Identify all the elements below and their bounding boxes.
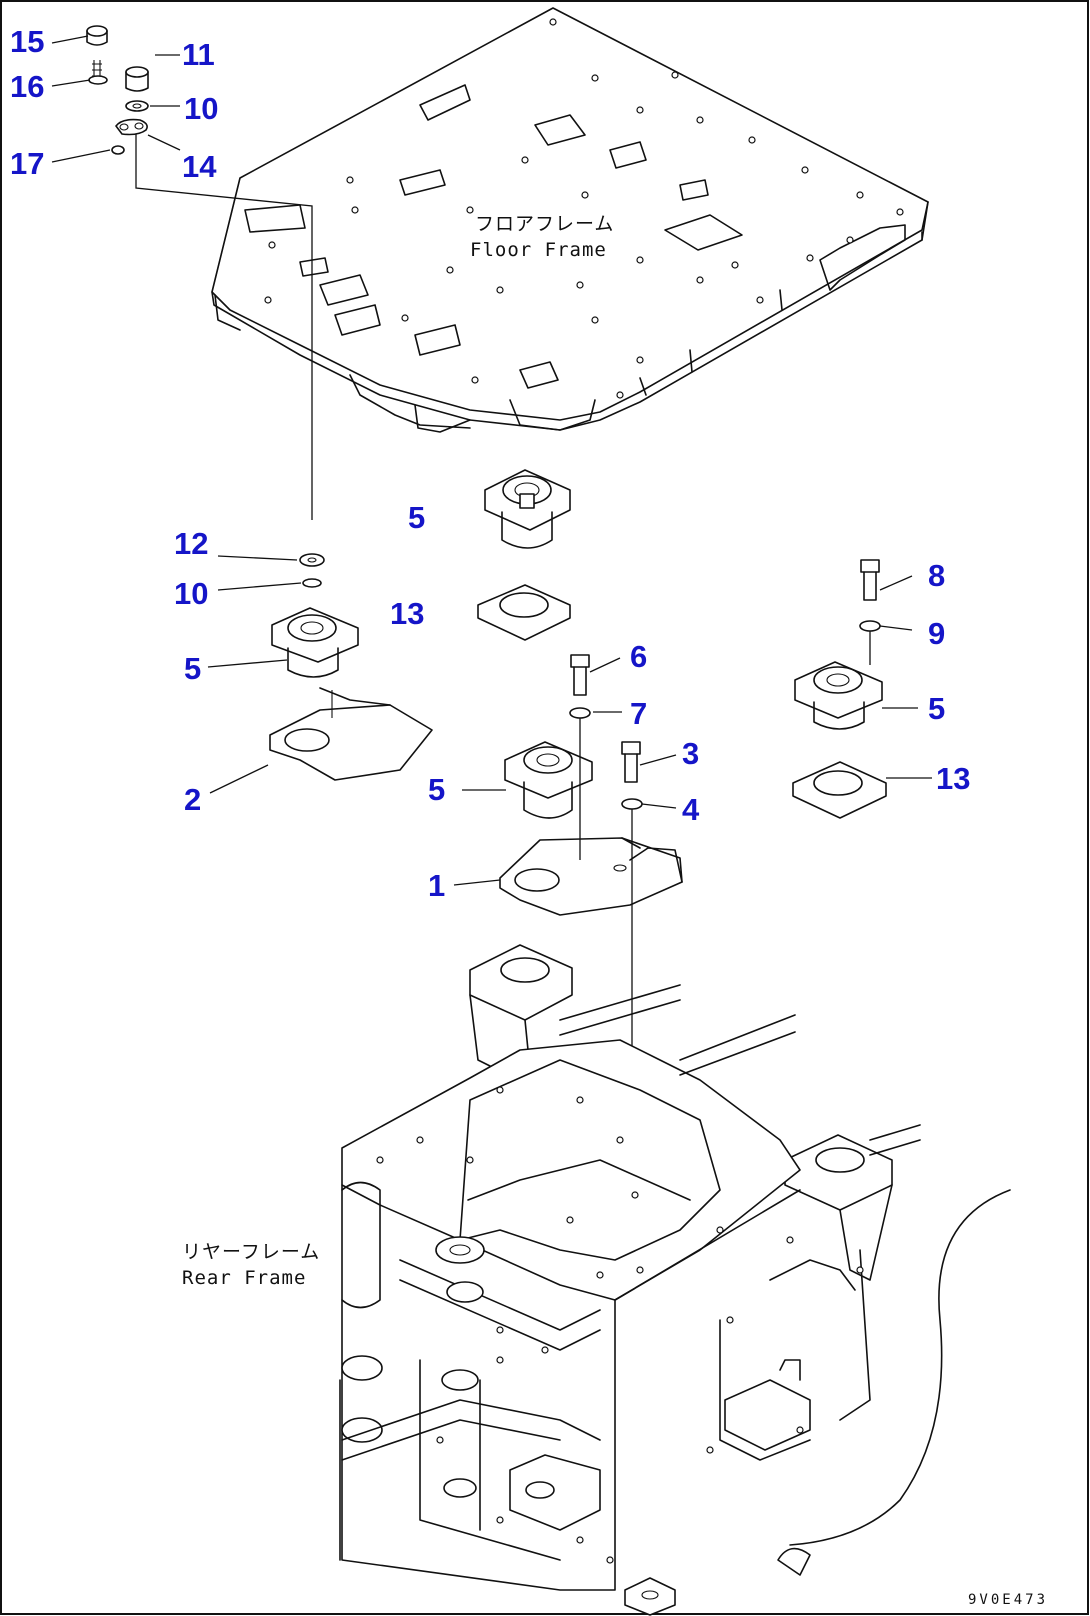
floor-frame-jp-label: フロアフレーム — [475, 213, 614, 235]
callout-5-center: 5 — [428, 772, 445, 807]
mount-left — [271, 607, 359, 678]
callout-10-mid: 10 — [174, 576, 208, 611]
top-left-hardware — [86, 25, 313, 520]
drawing-code: 9V0E473 — [968, 1592, 1048, 1608]
callout-8: 8 — [928, 558, 945, 593]
callout-12: 12 — [174, 526, 208, 561]
rear-frame-jp-label: リヤーフレーム — [182, 1241, 320, 1263]
callout-numbers: 15 16 17 11 10 14 5 12 10 13 5 2 6 7 3 4… — [10, 24, 970, 903]
mount-right — [794, 661, 883, 730]
callout-13-left: 13 — [390, 596, 424, 631]
bracket-1 — [499, 837, 683, 916]
callout-15: 15 — [10, 24, 44, 59]
bolts-washers — [299, 553, 881, 1270]
callout-16: 16 — [10, 69, 44, 104]
bracket-2 — [269, 687, 433, 781]
floor-frame-en-label: Floor Frame — [470, 239, 607, 261]
rear-frame: リヤーフレーム Rear Frame — [182, 944, 1011, 1616]
callout-13-right: 13 — [936, 761, 970, 796]
callout-3: 3 — [682, 736, 699, 771]
callout-5-top: 5 — [408, 500, 425, 535]
callout-1: 1 — [428, 868, 445, 903]
callout-17: 17 — [10, 146, 44, 181]
mount-center — [504, 741, 593, 819]
callout-7: 7 — [630, 696, 647, 731]
callout-6: 6 — [630, 639, 647, 674]
callout-leaders — [51, 35, 932, 886]
callout-14: 14 — [182, 149, 217, 184]
rear-frame-en-label: Rear Frame — [182, 1267, 306, 1289]
mount-center-top — [484, 469, 571, 549]
callout-4: 4 — [682, 792, 700, 827]
callout-5-right: 5 — [928, 691, 945, 726]
callout-11: 11 — [182, 37, 215, 72]
callout-9: 9 — [928, 616, 945, 651]
plate-13-top — [477, 584, 571, 641]
plate-13-right — [792, 761, 887, 819]
callout-2: 2 — [184, 782, 201, 817]
floor-frame: フロアフレーム Floor Frame — [211, 7, 929, 433]
callout-10-top: 10 — [184, 91, 218, 126]
callout-5-left: 5 — [184, 651, 201, 686]
